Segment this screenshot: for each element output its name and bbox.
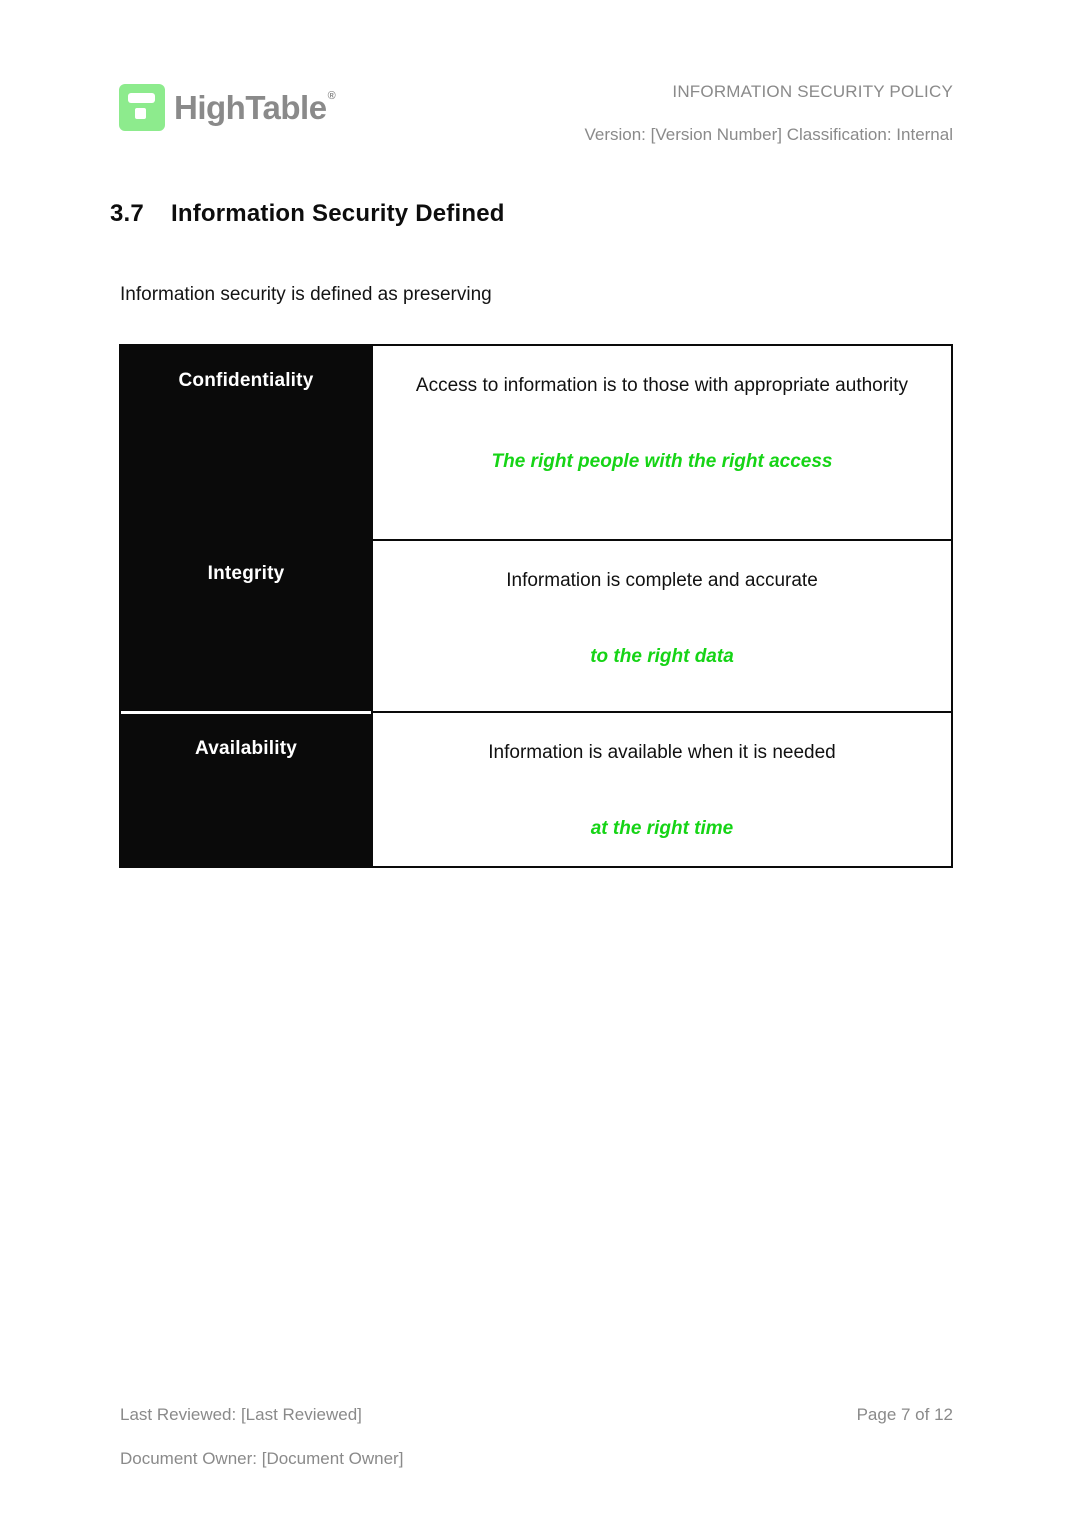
document-title: INFORMATION SECURITY POLICY [672,82,953,101]
term-label: Integrity [207,563,285,584]
hightable-logo-icon [119,84,165,131]
definition-text: Information is complete and accurate [506,570,818,591]
definition-text: Information is available when it is need… [488,742,836,763]
version-classification-line: Version: [Version Number] Classification… [584,125,953,144]
tagline-text: to the right data [590,646,734,667]
section-number: 3.7 [110,200,144,227]
brand-name-text: HighTable [174,89,327,126]
registered-trademark-symbol: ® [327,90,336,102]
term-label: Confidentiality [178,370,314,391]
section-heading: 3.7 Information Security Defined [110,200,505,228]
term-cell-confidentiality: Confidentiality [121,346,371,539]
logo-table-top-shape [128,93,155,103]
intro-paragraph: Information security is defined as prese… [120,284,492,305]
page-header-right: INFORMATION SECURITY POLICY Version: [Ve… [584,83,953,144]
hightable-logo: HighTable® [119,84,336,131]
term-cell-integrity: Integrity [121,539,371,711]
tagline-text: at the right time [590,818,734,839]
tagline-text: The right people with the right access [491,451,833,472]
page-number: Page 7 of 12 [856,1405,953,1424]
last-reviewed-label: Last Reviewed: [Last Reviewed] [120,1405,362,1424]
definition-cell-confidentiality: Access to information is to those with a… [371,346,951,539]
definition-cell-availability: Information is available when it is need… [371,711,951,866]
definition-cell-integrity: Information is complete and accurate to … [371,539,951,711]
footer-first-line: Last Reviewed: [Last Reviewed] Page 7 of… [120,1405,953,1425]
section-title: Information Security Defined [170,200,505,227]
term-label: Availability [194,738,297,759]
document-owner-label: Document Owner: [Document Owner] [120,1449,404,1468]
page-footer: Last Reviewed: [Last Reviewed] Page 7 of… [120,1405,953,1469]
definition-text: Access to information is to those with a… [415,375,909,396]
cia-definition-table: Confidentiality Access to information is… [119,344,953,868]
term-cell-availability: Availability [121,711,371,866]
brand-name: HighTable® [174,89,336,126]
logo-table-leg-shape [135,108,146,119]
